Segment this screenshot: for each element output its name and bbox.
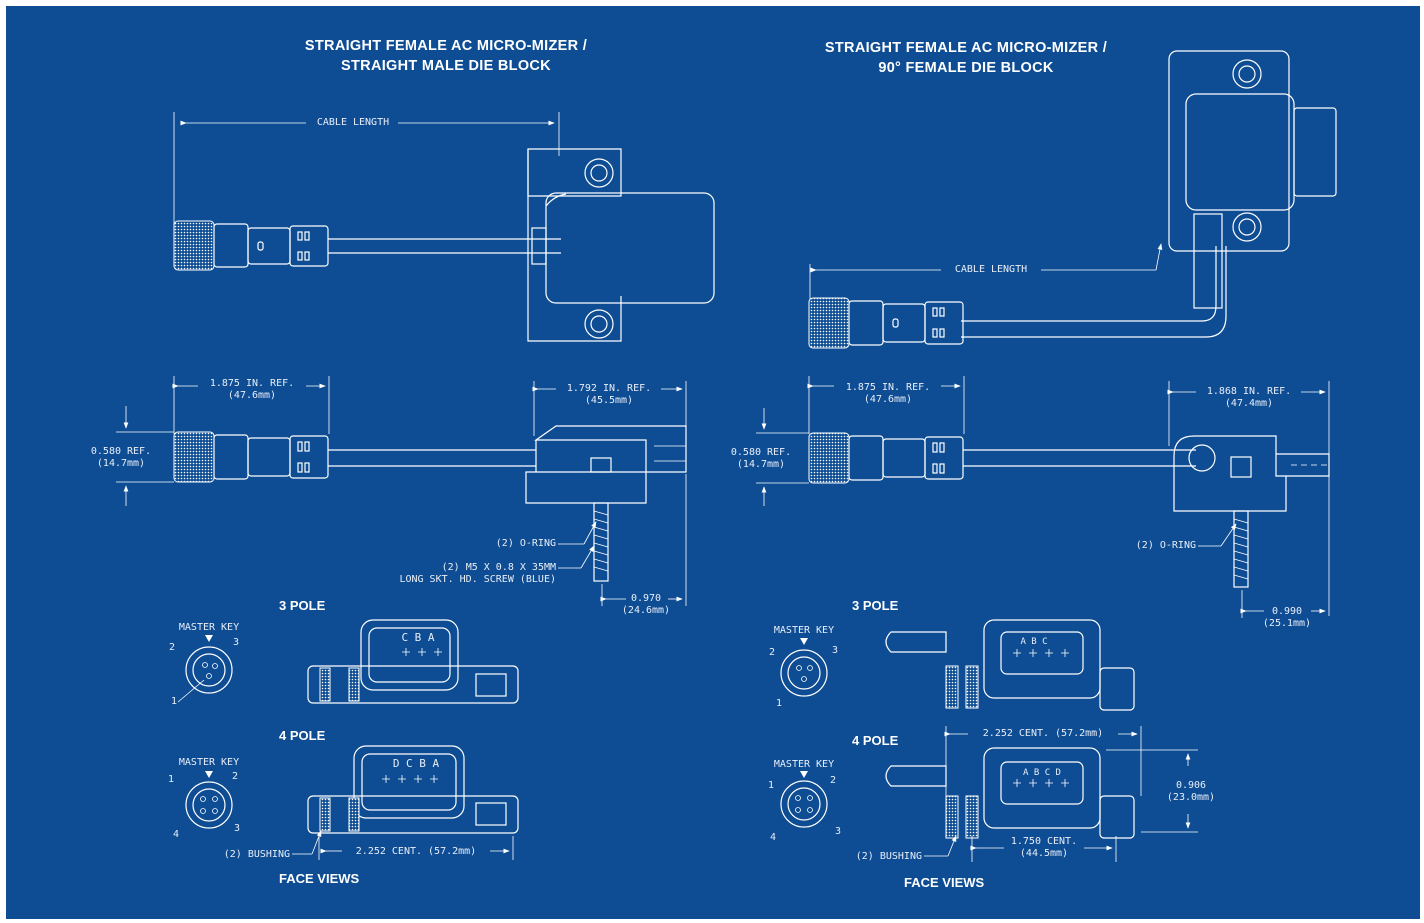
right-pin-3-3: 3 — [831, 645, 839, 656]
left-pin-3-2: 2 — [168, 642, 176, 653]
right-face-views-label: FACE VIEWS — [904, 875, 985, 890]
right-three-pole-header: 3 POLE — [852, 598, 899, 613]
left-title: STRAIGHT FEMALE AC MICRO-MIZER / STRAIGH… — [186, 36, 706, 76]
left-pin-4-3: 3 — [233, 823, 241, 834]
right-height2-dim-mm: (23.0mm) — [1166, 792, 1216, 803]
left-block-dim: 1.792 IN. REF. (45.5mm) — [556, 383, 662, 407]
right-center2-dim-mm: (44.5mm) — [1019, 848, 1069, 859]
right-center2-dim-in: 1.750 CENT. — [1010, 836, 1078, 847]
left-connector-dim-in: 1.875 IN. REF. — [209, 378, 295, 389]
right-height-dim-mm: (14.7mm) — [736, 459, 786, 470]
left-screw-dim-mm: (24.6mm) — [621, 605, 671, 616]
left-connector-dim-mm: (47.6mm) — [227, 390, 277, 401]
right-pin-4-2: 2 — [829, 775, 837, 786]
right-letters-4: A B C D — [1023, 768, 1061, 778]
left-bushing-label: (2) BUSHING — [223, 849, 290, 860]
left-block-dim-mm: (45.5mm) — [584, 395, 634, 406]
left-screw-label: (2) M5 X 0.8 X 35MM LONG SKT. HD. SCREW … — [356, 562, 556, 586]
left-title-line2: STRAIGHT MALE DIE BLOCK — [341, 58, 551, 74]
right-screw-dim-mm: (25.1mm) — [1262, 618, 1312, 629]
right-letters-3: A B C — [1020, 637, 1048, 647]
right-title-line1: STRAIGHT FEMALE AC MICRO-MIZER / — [824, 40, 1108, 56]
right-master-key-4: MASTER KEY — [773, 759, 835, 770]
left-letters-3: C B A — [401, 631, 435, 644]
right-top-view — [808, 50, 1337, 349]
left-top-view — [173, 112, 715, 342]
left-center-dim: 2.252 CENT. (57.2mm) — [355, 846, 477, 857]
left-letters-4: D C B A — [392, 757, 440, 770]
left-pin-3-1: 1 — [170, 696, 178, 707]
drawing-lines — [116, 50, 1337, 862]
left-screw-dim: 0.970 (24.6mm) — [616, 593, 676, 617]
right-block-dim-in: 1.868 IN. REF. — [1206, 386, 1292, 397]
left-oring-label: (2) O-RING — [495, 538, 556, 549]
right-title-line2: 90° FEMALE DIE BLOCK — [878, 60, 1054, 76]
right-height-dim-in: 0.580 REF. — [730, 447, 792, 458]
left-screw-dim-in: 0.970 — [630, 593, 662, 604]
left-block-dim-in: 1.792 IN. REF. — [566, 383, 652, 394]
right-block-dim-mm: (47.4mm) — [1224, 398, 1274, 409]
right-cable-length-label: CABLE LENGTH — [954, 264, 1028, 275]
left-height-dim-in: 0.580 REF. — [90, 446, 152, 457]
right-connector-dim: 1.875 IN. REF. (47.6mm) — [828, 382, 948, 406]
right-center2-dim: 1.750 CENT. (44.5mm) — [1004, 836, 1084, 860]
right-connector-dim-in: 1.875 IN. REF. — [845, 382, 931, 393]
left-pin-4-4: 4 — [172, 829, 180, 840]
left-four-pole-header: 4 POLE — [279, 728, 326, 743]
left-height-dim: 0.580 REF. (14.7mm) — [86, 446, 156, 470]
right-face-views — [780, 619, 1198, 862]
right-center-dim: 2.252 CENT. (57.2mm) — [982, 728, 1104, 739]
right-bushing-label: (2) BUSHING — [855, 851, 922, 862]
right-four-pole-header: 4 POLE — [852, 733, 899, 748]
left-master-key-3: MASTER KEY — [178, 622, 240, 633]
left-cable-length-label: CABLE LENGTH — [316, 117, 390, 128]
right-connector-dim-mm: (47.6mm) — [863, 394, 913, 405]
right-pin-4-4: 4 — [769, 832, 777, 843]
left-pin-4-2: 2 — [231, 771, 239, 782]
left-face-views-label: FACE VIEWS — [279, 871, 360, 886]
left-side-view — [116, 376, 687, 606]
left-screw-label-line2: LONG SKT. HD. SCREW (BLUE) — [399, 574, 556, 585]
left-three-pole-header: 3 POLE — [279, 598, 326, 613]
right-height2-dim: 0.906 (23.0mm) — [1161, 780, 1221, 804]
left-screw-label-line1: (2) M5 X 0.8 X 35MM — [441, 562, 556, 573]
right-title: STRAIGHT FEMALE AC MICRO-MIZER / 90° FEM… — [706, 38, 1226, 78]
right-pin-3-2: 2 — [768, 647, 776, 658]
right-screw-dim-in: 0.990 — [1271, 606, 1303, 617]
right-screw-dim: 0.990 (25.1mm) — [1256, 606, 1318, 630]
blueprint-sheet: STRAIGHT FEMALE AC MICRO-MIZER / STRAIGH… — [6, 6, 1420, 919]
right-master-key-3: MASTER KEY — [773, 625, 835, 636]
right-oring-label: (2) O-RING — [1135, 540, 1196, 551]
right-height2-dim-in: 0.906 — [1175, 780, 1207, 791]
right-pin-3-1: 1 — [775, 698, 783, 709]
left-connector-dim: 1.875 IN. REF. (47.6mm) — [192, 378, 312, 402]
right-block-dim: 1.868 IN. REF. (47.4mm) — [1196, 386, 1302, 410]
right-pin-4-3: 3 — [834, 826, 842, 837]
right-side-view — [756, 376, 1330, 618]
right-pin-4-1: 1 — [767, 780, 775, 791]
left-pin-4-1: 1 — [167, 774, 175, 785]
left-face-views — [177, 619, 519, 860]
left-height-dim-mm: (14.7mm) — [96, 458, 146, 469]
left-title-line1: STRAIGHT FEMALE AC MICRO-MIZER / — [304, 38, 588, 54]
right-height-dim: 0.580 REF. (14.7mm) — [726, 447, 796, 471]
left-pin-3-3: 3 — [232, 637, 240, 648]
left-master-key-4: MASTER KEY — [178, 757, 240, 768]
